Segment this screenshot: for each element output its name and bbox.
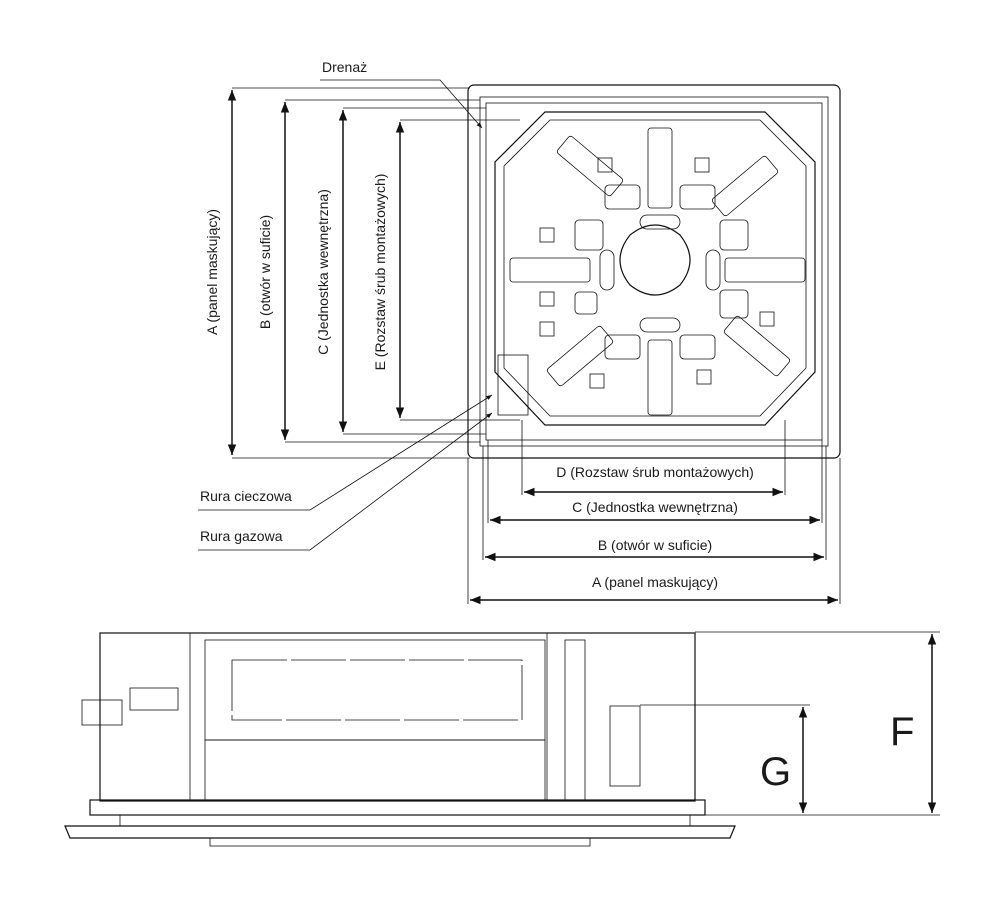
unit-body-octagon [494, 111, 816, 426]
dim-d-horizontal-label: D (Rozstaw śrub montażowych) [556, 464, 754, 480]
horizontal-dimensions: D (Rozstaw śrub montażowych) C (Jednostk… [467, 420, 841, 605]
mounting-bracket-side [609, 705, 641, 787]
liquid-pipe-label: Rura cieczowa [200, 488, 292, 504]
dim-e-vertical-label: E (Rozstaw śrub montażowych) [372, 174, 388, 371]
top-view [467, 84, 841, 459]
dim-f-label: F [890, 710, 914, 754]
side-view [64, 632, 736, 847]
dim-c-vertical-label: C (Jednostka wewnętrzna) [315, 189, 331, 355]
dim-b-vertical-label: B (otwór w suficie) [257, 215, 273, 329]
dim-c-horizontal-label: C (Jednostka wewnętrzna) [572, 499, 738, 515]
center-outlet [619, 224, 691, 296]
dim-g-label: G [760, 750, 791, 794]
dim-a-vertical-label: A (panel maskujący) [204, 209, 220, 335]
pipe-connection-block [497, 354, 529, 416]
vertical-dimensions: A (panel maskujący) B (otwór w suficie) … [204, 87, 520, 459]
dim-a-horizontal-label: A (panel maskujący) [592, 574, 718, 590]
masking-panel-side [64, 825, 736, 839]
masking-panel-outline [467, 84, 841, 459]
gas-pipe-label: Rura gazowa [200, 528, 283, 544]
unit-body-side [99, 632, 696, 802]
drain-label: Drenaż [322, 59, 367, 75]
mounting-brackets [509, 127, 806, 416]
dim-b-horizontal-label: B (otwór w suficie) [598, 537, 712, 553]
